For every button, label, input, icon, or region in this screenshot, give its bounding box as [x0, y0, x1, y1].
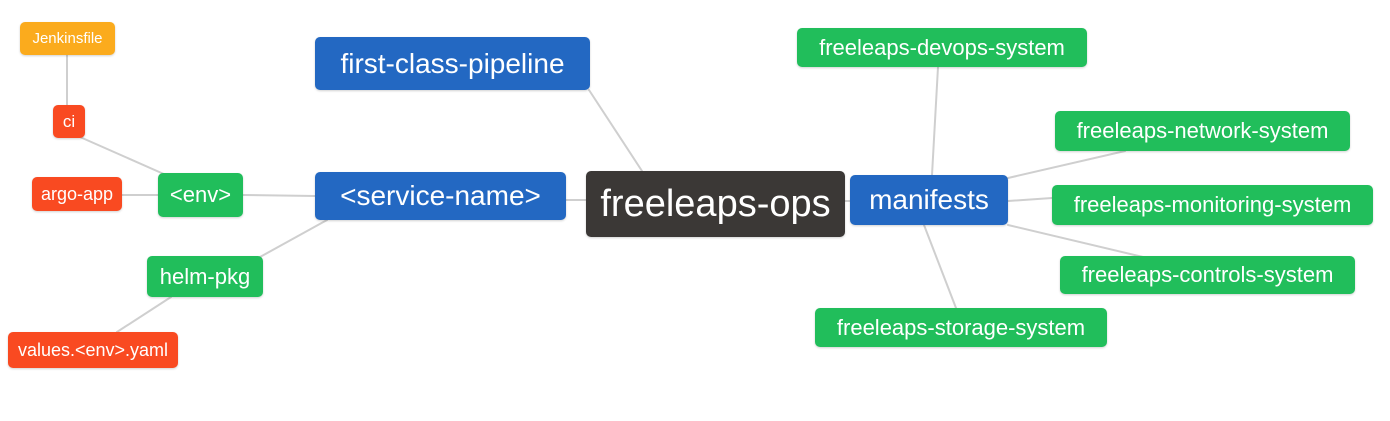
edge-helm-pkg-to-service-name [259, 219, 328, 258]
node-env[interactable]: <env> [158, 173, 243, 217]
node-freeleaps-monitoring-system[interactable]: freeleaps-monitoring-system [1052, 185, 1373, 225]
node-freeleaps-network-system[interactable]: freeleaps-network-system [1055, 111, 1350, 151]
edge-manifests-to-freeleaps-devops-system [931, 66, 939, 176]
node-freeleaps-ops[interactable]: freeleaps-ops [586, 171, 845, 237]
node-service-name[interactable]: <service-name> [315, 172, 566, 220]
node-argo-app[interactable]: argo-app [32, 177, 122, 211]
node-freeleaps-storage-system[interactable]: freeleaps-storage-system [815, 308, 1107, 347]
edge-manifests-to-freeleaps-monitoring-system [1007, 197, 1053, 202]
edge-manifests-to-freeleaps-network-system [1007, 150, 1126, 179]
edge-ci-to-env [79, 136, 167, 176]
node-freeleaps-controls-system[interactable]: freeleaps-controls-system [1060, 256, 1355, 294]
node-manifests[interactable]: manifests [850, 175, 1008, 225]
node-helm-pkg[interactable]: helm-pkg [147, 256, 263, 297]
node-values-env-yaml[interactable]: values.<env>.yaml [8, 332, 178, 368]
edge-values-env-yaml-to-helm-pkg [116, 296, 172, 333]
edge-first-class-pipeline-to-freeleaps-ops [588, 89, 643, 172]
node-freeleaps-devops-system[interactable]: freeleaps-devops-system [797, 28, 1087, 67]
edge-manifests-to-freeleaps-controls-system [1007, 224, 1144, 258]
node-ci[interactable]: ci [53, 105, 85, 138]
node-jenkinsfile[interactable]: Jenkinsfile [20, 22, 115, 55]
edge-manifests-to-freeleaps-storage-system [923, 224, 957, 309]
edge-env-to-service-name [242, 194, 316, 197]
node-first-class-pipeline[interactable]: first-class-pipeline [315, 37, 590, 90]
